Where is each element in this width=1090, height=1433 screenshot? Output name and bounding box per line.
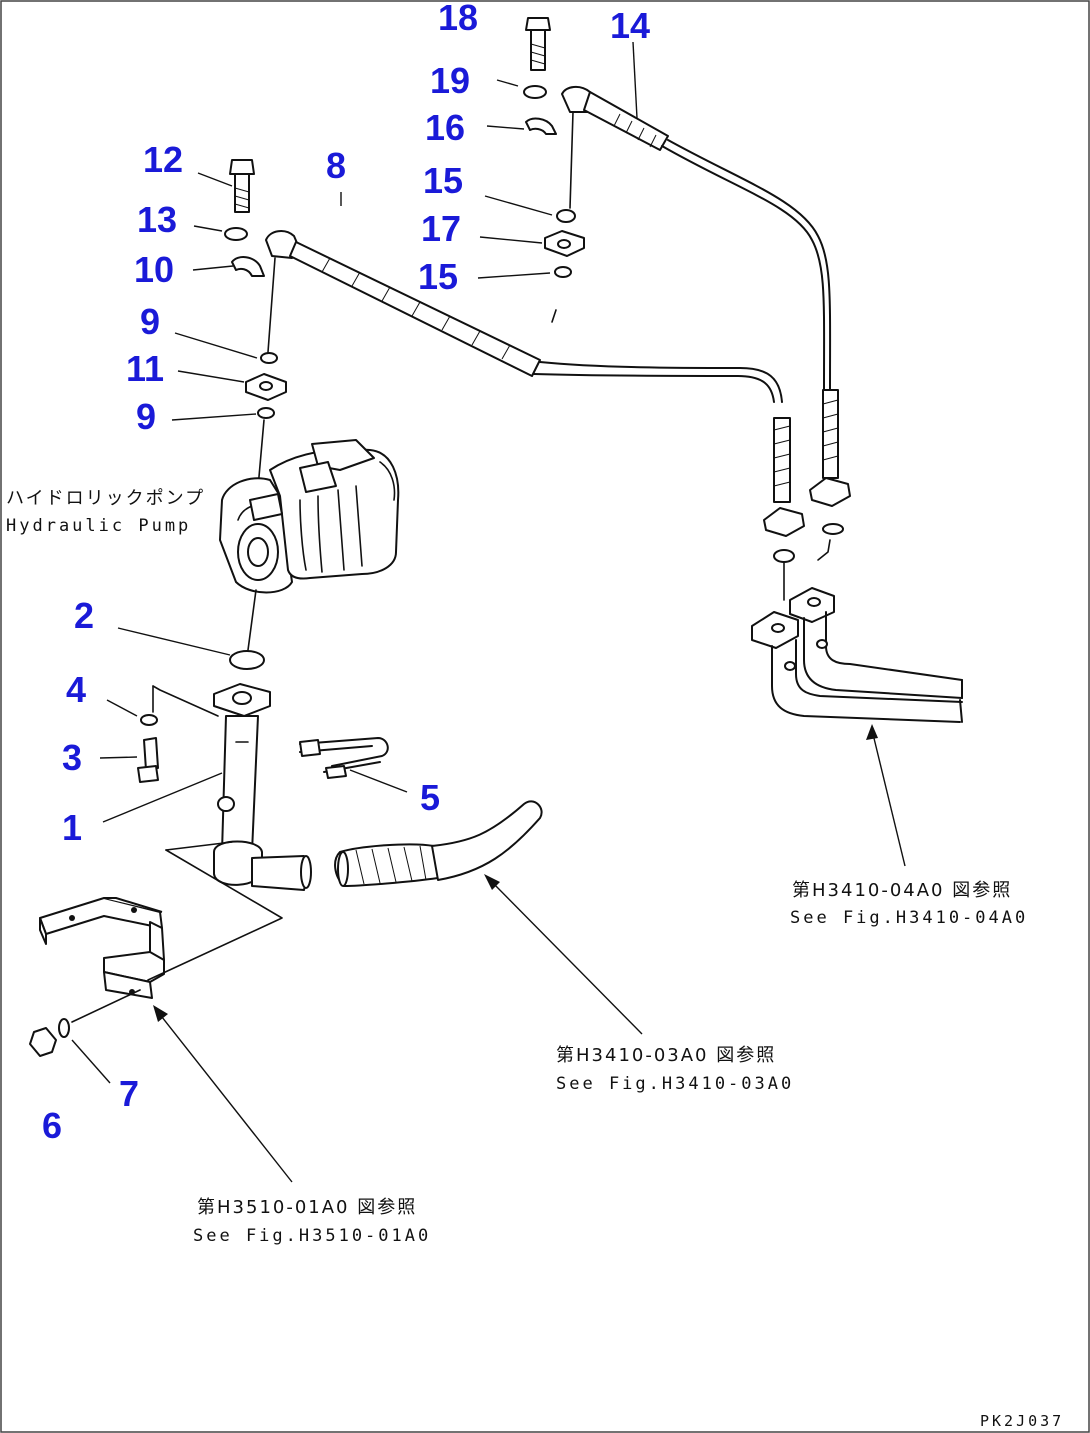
- ref-mid-jp: 第H3410-03A0 図参照: [556, 1045, 776, 1066]
- reference-arrows: [153, 724, 906, 1183]
- callout-5: 5: [420, 777, 440, 818]
- washer-13: [224, 227, 248, 241]
- ref-left-jp: 第H3510-01A0 図参照: [197, 1197, 417, 1218]
- o-ring-9-upper: [260, 352, 278, 364]
- o-ring-2: [229, 650, 265, 670]
- suction-tube-1: [213, 683, 312, 891]
- ref-mid-en: See Fig.H3410-03A0: [556, 1074, 794, 1094]
- callout-9-lower: 9: [136, 396, 156, 437]
- bolt-12: [229, 159, 255, 213]
- washer-19: [523, 85, 547, 99]
- hydraulic-pump: [219, 439, 400, 651]
- callout-14: 14: [610, 5, 650, 46]
- callout-15-lower: 15: [418, 256, 458, 297]
- callout-7: 7: [119, 1073, 139, 1114]
- callout-16: 16: [425, 107, 465, 148]
- callout-1: 1: [62, 807, 82, 848]
- callout-4: 4: [66, 669, 86, 710]
- leader-lines: [71, 41, 638, 1084]
- callout-6: 6: [42, 1105, 62, 1146]
- callout-18: 18: [438, 0, 478, 38]
- callout-2: 2: [74, 595, 94, 636]
- clamp-half-10: [231, 256, 265, 277]
- ref-right-jp: 第H3410-04A0 図参照: [792, 880, 1012, 901]
- ref-left-en: See Fig.H3510-01A0: [193, 1226, 431, 1246]
- clip-5: [299, 737, 389, 779]
- o-ring-9-lower: [257, 407, 275, 419]
- callout-8: 8: [326, 145, 346, 186]
- pump-label-jp: ハイドロリックポンプ: [6, 488, 205, 509]
- callout-15-upper: 15: [423, 160, 463, 201]
- pipe-14: [561, 86, 851, 561]
- clamp-half-16: [525, 117, 557, 135]
- o-ring-15-upper: [556, 209, 576, 223]
- callout-17: 17: [421, 208, 461, 249]
- callout-19: 19: [430, 60, 470, 101]
- bracket: [39, 897, 165, 999]
- callout-11: 11: [126, 348, 164, 389]
- suction-hose: [334, 800, 543, 887]
- pump-label-en: Hydraulic Pump: [6, 516, 191, 536]
- pipe-8: [265, 230, 805, 601]
- ref-right-en: See Fig.H3410-04A0: [790, 908, 1028, 928]
- bolt-3: [137, 737, 159, 783]
- callout-9-upper: 9: [140, 301, 160, 342]
- tube-assembly: [751, 587, 963, 723]
- washer-4: [140, 714, 158, 726]
- callout-12: 12: [143, 139, 183, 180]
- callout-numbers: 18 14 19 16 12 8 15 13 17 10 15 9 11 9 2…: [42, 0, 650, 1146]
- washer-7: [58, 1018, 70, 1038]
- bolt-18: [525, 17, 551, 71]
- o-ring-15-lower: [554, 266, 572, 278]
- callout-10: 10: [134, 249, 174, 290]
- callout-3: 3: [62, 737, 82, 778]
- nut-6: [29, 1027, 57, 1057]
- callout-13: 13: [137, 199, 177, 240]
- drawing-id: PK2J037: [980, 1412, 1064, 1430]
